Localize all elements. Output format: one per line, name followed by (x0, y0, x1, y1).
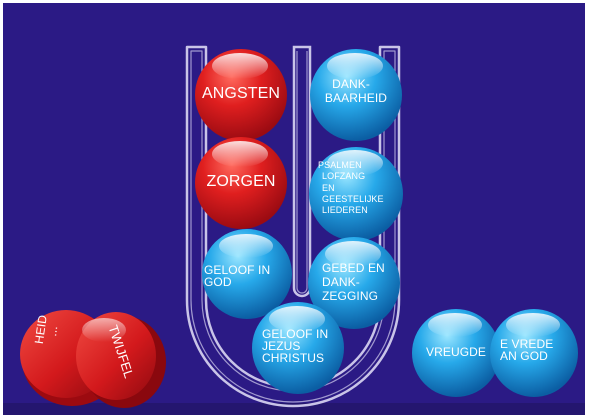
label-jezus-line1: GELOOF IN (262, 327, 329, 341)
label-psalmen-line4: GEESTELIJKE (322, 193, 384, 204)
label-gebed-en-dankzegging: GEBED EN DANK- ZEGGING (322, 262, 392, 303)
label-geloof-in-god-line2: GOD (204, 275, 232, 290)
label-gebed-line2: DANK- (322, 275, 360, 290)
ball-psalmen (309, 147, 403, 241)
ball-geloof-in-god (202, 229, 292, 319)
label-gebed-line3: ZEGGING (322, 289, 379, 304)
ball-dankbaarheid (310, 49, 402, 141)
label-vreugde: VREUGDE (425, 345, 487, 359)
label-dankbaarheid-line1: DANK- (332, 77, 370, 91)
ball-angsten (195, 49, 287, 141)
label-geloof-in-jezus-christus: GELOOF IN JEZUS CHRISTUS (262, 328, 342, 365)
label-psalmen-line1: PSALMEN (318, 160, 362, 170)
ball-geloof-in-jezus-christus (252, 302, 344, 394)
label-jezus-line3: CHRISTUS (262, 351, 325, 366)
u-tube-divider (292, 45, 312, 298)
ball-gebed-en-dankzegging (308, 237, 400, 329)
floor-shadow (3, 403, 585, 415)
label-angsten: ANGSTEN (201, 85, 281, 102)
label-vrede-van-god: E VREDE AN GOD (500, 337, 572, 364)
label-psalmen-line2: LOFZANG (322, 171, 366, 182)
label-geloof-in-god-line1: GELOOF IN (204, 263, 271, 277)
label-zorgen: ZORGEN (206, 173, 276, 190)
label-dankbaarheid: DANK- BAARHEID (312, 77, 400, 106)
label-gebed-line1: GEBED EN (322, 261, 385, 275)
ball-vrede-van-god (490, 309, 578, 397)
label-jezus-line2: JEZUS (262, 339, 301, 354)
fallen-token-front (76, 312, 166, 408)
label-vrede-line1: E VREDE (500, 337, 554, 351)
label-psalmen: PSALMEN LOFZANG EN GEESTELIJKE LIEDEREN (318, 160, 384, 216)
label-vrede-line2: AN GOD (500, 349, 548, 364)
ball-vreugde (412, 309, 500, 397)
label-psalmen-line3: EN (322, 182, 335, 193)
ball-zorgen (195, 137, 287, 229)
label-psalmen-line5: LIEDEREN (322, 205, 368, 215)
label-geloof-in-god: GELOOF IN GOD (204, 263, 284, 290)
label-dankbaarheid-line2: BAARHEID (324, 91, 388, 106)
